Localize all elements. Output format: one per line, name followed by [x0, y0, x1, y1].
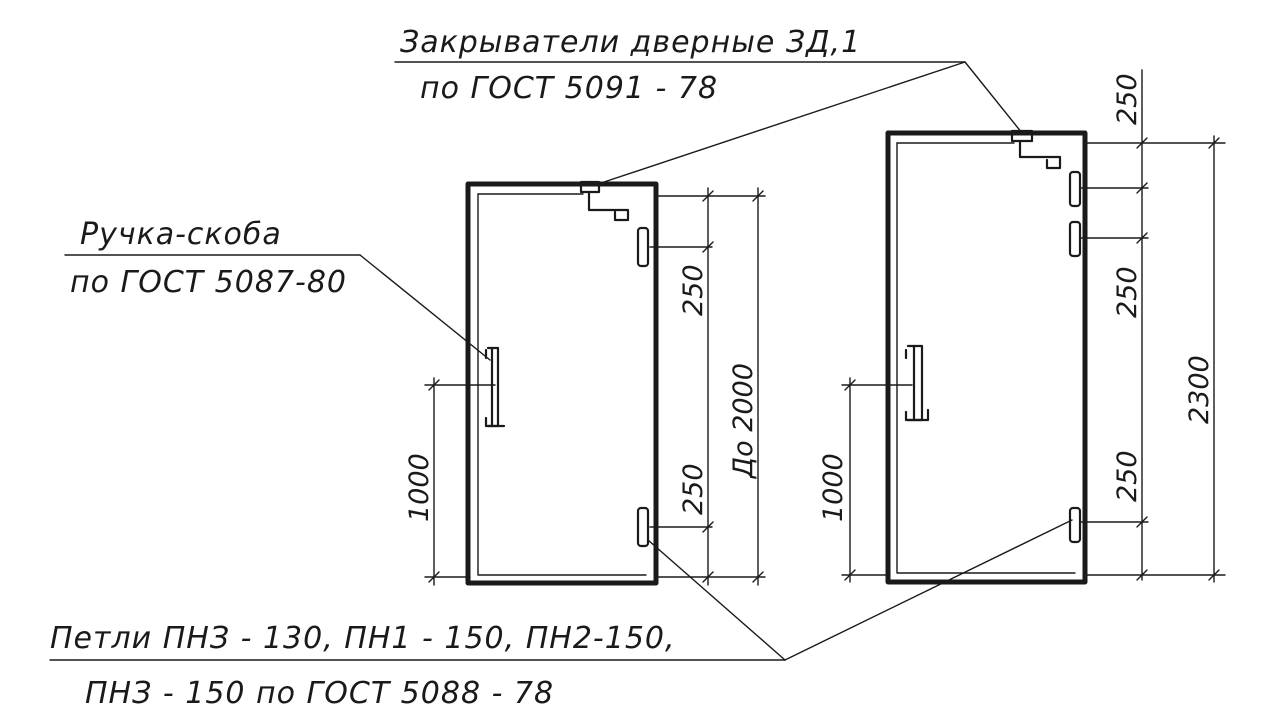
right-dim-top-hinge: 250: [1112, 266, 1143, 318]
hinge-leader-right: [784, 519, 1073, 661]
left-dim-top-hinge: 250: [678, 264, 709, 316]
left-door-frame: [465, 181, 659, 586]
right-door-frame: [885, 130, 1088, 585]
hinge-leader-left: [647, 539, 786, 661]
right-dim-height: 2300: [1184, 355, 1215, 424]
right-door-hinge-top-2: [1068, 220, 1082, 258]
handle-leader: [359, 254, 491, 361]
closer-label-line2: по ГОСТ 5091 - 78: [420, 71, 718, 106]
right-door-hinge-top-1: [1068, 170, 1082, 208]
left-dim-handle: 1000: [404, 453, 435, 522]
handle-label-line2: по ГОСТ 5087-80: [70, 265, 347, 300]
handle-label-line1: Ручка-скоба: [80, 217, 282, 252]
hinges-label-line2: ПНЗ - 150 по ГОСТ 5088 - 78: [85, 676, 554, 711]
closer-leader-right: [964, 61, 1023, 134]
left-dim-height: До 2000: [728, 363, 759, 479]
right-dimension-texts: 250 250 250 2300 1000: [818, 73, 1215, 522]
right-door: [841, 69, 1226, 585]
left-door-dimensions: [424, 187, 766, 586]
left-door-hinge-bottom: [636, 506, 650, 548]
right-dim-closer: 250: [1112, 73, 1143, 125]
left-door-closer: [579, 180, 630, 222]
right-door-handle: [904, 344, 930, 422]
left-door-hinge-top: [636, 226, 650, 268]
right-door-closer: [1010, 129, 1062, 170]
right-door-leaf: [896, 142, 1076, 574]
right-door-dimensions: [841, 69, 1226, 583]
right-door-hinge-bottom: [1068, 506, 1082, 544]
closer-leader-left: [594, 61, 966, 186]
left-door-leaf: [477, 193, 647, 576]
right-dim-handle: 1000: [818, 453, 849, 522]
left-dim-bottom-hinge: 250: [678, 463, 709, 515]
left-door: [424, 180, 766, 586]
closer-label-line1: Закрыватели дверные ЗД,1: [400, 25, 861, 60]
leader-lines: [49, 61, 1073, 661]
hinges-label-line1: Петли ПНЗ - 130, ПН1 - 150, ПН2-150,: [50, 621, 676, 656]
right-dim-bottom-hinge: 250: [1112, 450, 1143, 502]
left-dimension-texts: 250 250 До 2000 1000: [404, 264, 759, 522]
